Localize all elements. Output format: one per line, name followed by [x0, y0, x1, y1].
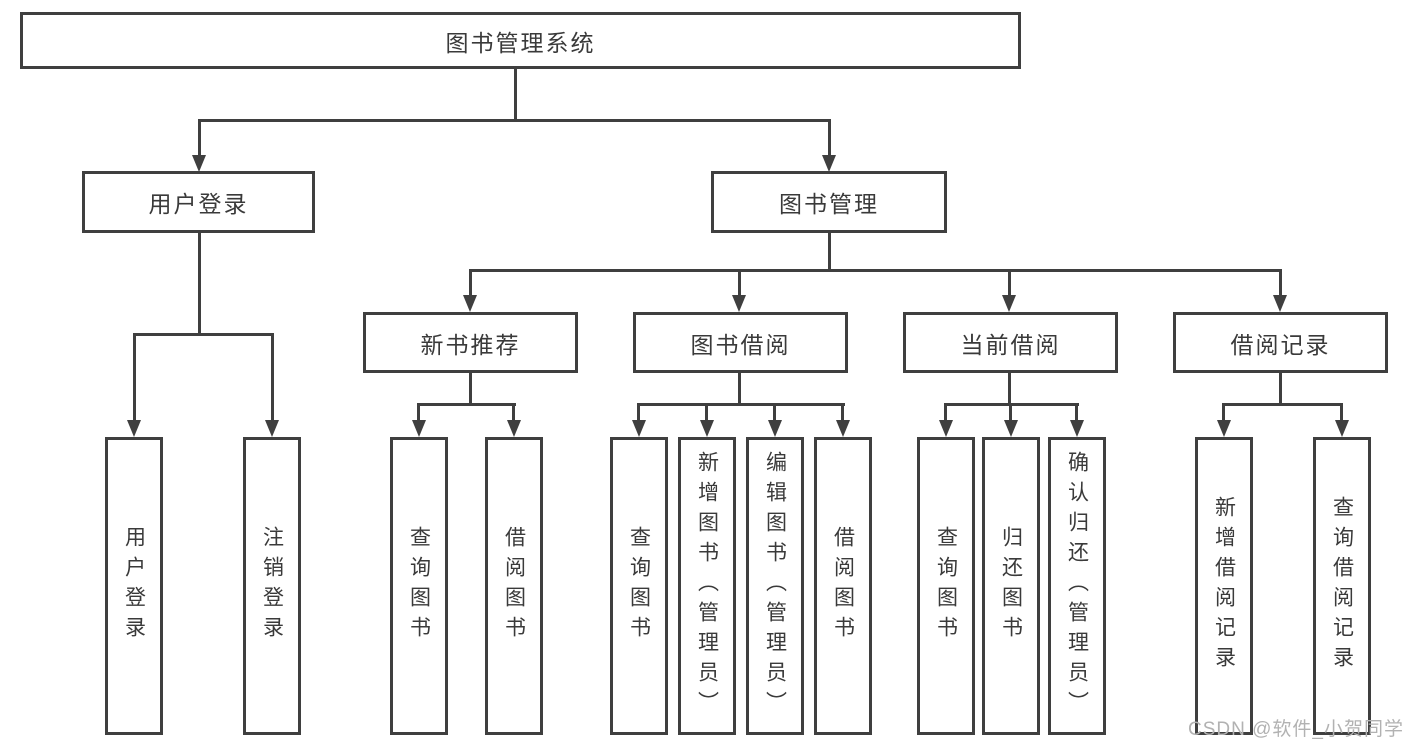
connector-line: [198, 232, 201, 336]
leaf-add-borrow-record: 新增借阅记录: [1195, 437, 1253, 735]
connector-line: [417, 403, 420, 423]
leaf-user-login: 用户登录: [105, 437, 163, 735]
connector-line: [271, 333, 274, 422]
connector-line: [1008, 372, 1011, 405]
leaf-label: 用户登录: [122, 526, 146, 646]
connector-line: [841, 403, 844, 423]
arrowhead-down-icon: [939, 420, 953, 437]
connector-line: [1008, 269, 1011, 299]
connector-line: [417, 403, 516, 406]
node-new-book-recommendation: 新书推荐: [363, 312, 578, 373]
connector-line: [1009, 403, 1012, 423]
connector-line: [637, 403, 640, 423]
node-user-login: 用户登录: [82, 171, 315, 233]
arrowhead-down-icon: [507, 420, 521, 437]
connector-line: [738, 269, 741, 299]
connector-line: [773, 403, 776, 423]
leaf-label: 确认归还（管理员）: [1065, 451, 1089, 721]
connector-line: [637, 403, 845, 406]
arrowhead-down-icon: [632, 420, 646, 437]
arrowhead-down-icon: [1004, 420, 1018, 437]
node-label: 图书借阅: [690, 331, 791, 358]
node-label: 新书推荐: [420, 331, 521, 358]
leaf-label: 归还图书: [999, 526, 1023, 646]
arrowhead-down-icon: [1335, 420, 1349, 437]
connector-line: [1075, 403, 1078, 423]
connector-line: [469, 372, 472, 405]
arrowhead-down-icon: [265, 420, 279, 437]
connector-line: [133, 333, 136, 422]
connector-line: [738, 372, 741, 405]
leaf-label: 借阅图书: [831, 526, 855, 646]
connector-line: [828, 232, 831, 272]
connector-line: [1340, 403, 1343, 423]
connector-line: [1222, 403, 1225, 423]
leaf-label: 新增借阅记录: [1212, 496, 1236, 676]
node-label: 图书管理: [779, 191, 879, 217]
node-label: 当前借阅: [960, 331, 1061, 358]
leaf-query-borrow-record: 查询借阅记录: [1313, 437, 1371, 735]
arrowhead-down-icon: [700, 420, 714, 437]
leaf-label: 查询图书: [934, 526, 958, 646]
leaf-query-books-recommend: 查询图书: [390, 437, 448, 735]
node-current-borrowing: 当前借阅: [903, 312, 1118, 373]
node-book-borrowing: 图书借阅: [633, 312, 848, 373]
connector-line: [514, 68, 517, 121]
leaf-label: 编辑图书（管理员）: [763, 451, 787, 721]
arrowhead-down-icon: [1070, 420, 1084, 437]
connector-line: [944, 403, 947, 423]
leaf-borrow-books-recommend: 借阅图书: [485, 437, 543, 735]
arrowhead-down-icon: [1273, 295, 1287, 312]
leaf-add-book-admin: 新增图书（管理员）: [678, 437, 736, 735]
node-library-management-system: 图书管理系统: [20, 12, 1021, 69]
connector-line: [705, 403, 708, 423]
leaf-return-book: 归还图书: [982, 437, 1040, 735]
leaf-label: 查询图书: [407, 526, 431, 646]
connector-line: [512, 403, 515, 423]
node-book-management: 图书管理: [711, 171, 947, 233]
csdn-watermark: CSDN @软件_小贺同学: [1188, 719, 1404, 740]
connector-line: [133, 333, 274, 336]
connector-line: [1279, 372, 1282, 405]
connector-line: [828, 119, 831, 159]
connector-line: [198, 119, 201, 159]
leaf-query-books-current: 查询图书: [917, 437, 975, 735]
arrowhead-down-icon: [768, 420, 782, 437]
arrowhead-down-icon: [192, 155, 206, 172]
connector-line: [198, 119, 831, 122]
leaf-edit-book-admin: 编辑图书（管理员）: [746, 437, 804, 735]
leaf-label: 新增图书（管理员）: [695, 451, 719, 721]
leaf-label: 注销登录: [260, 526, 284, 646]
node-label: 借阅记录: [1230, 331, 1331, 358]
arrowhead-down-icon: [836, 420, 850, 437]
arrowhead-down-icon: [412, 420, 426, 437]
connector-line: [1279, 269, 1282, 299]
leaf-label: 借阅图书: [502, 526, 526, 646]
leaf-logout: 注销登录: [243, 437, 301, 735]
leaf-label: 查询图书: [627, 526, 651, 646]
arrowhead-down-icon: [822, 155, 836, 172]
leaf-confirm-return-admin: 确认归还（管理员）: [1048, 437, 1106, 735]
arrowhead-down-icon: [732, 295, 746, 312]
node-label: 图书管理系统: [445, 29, 596, 56]
arrowhead-down-icon: [463, 295, 477, 312]
connector-line: [469, 269, 472, 299]
connector-line: [469, 269, 1282, 272]
arrowhead-down-icon: [127, 420, 141, 437]
leaf-query-books-borrowing: 查询图书: [610, 437, 668, 735]
connector-line: [1222, 403, 1343, 406]
node-borrowing-records: 借阅记录: [1173, 312, 1388, 373]
node-label: 用户登录: [148, 191, 249, 217]
leaf-borrow-books-borrowing: 借阅图书: [814, 437, 872, 735]
leaf-label: 查询借阅记录: [1330, 496, 1354, 676]
arrowhead-down-icon: [1217, 420, 1231, 437]
arrowhead-down-icon: [1002, 295, 1016, 312]
